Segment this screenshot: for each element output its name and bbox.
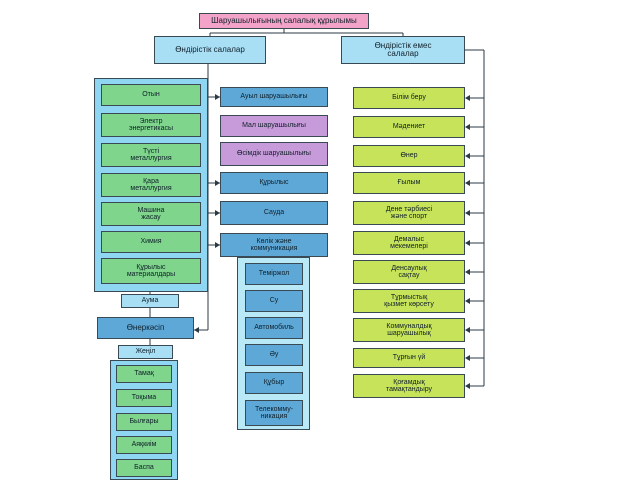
arrow-head <box>465 180 470 186</box>
nonproduction-item: Ғылым <box>353 172 465 194</box>
arrow-head <box>465 327 470 333</box>
industry-item: Отын <box>101 84 201 106</box>
branch-agriculture: Ауыл шаруашылығы <box>220 87 328 107</box>
nonproduction-item: Қоғамдық тамақтандыру <box>353 374 465 398</box>
industry-item: Қара металлургия <box>101 173 201 197</box>
arrow-head <box>465 269 470 275</box>
light-industry-item: Аяқкиім <box>116 436 172 454</box>
branch-crop: Өсімдік шаруашылығы <box>220 142 328 166</box>
arrow-head <box>465 298 470 304</box>
light-industry-item: Былғары <box>116 413 172 431</box>
nonproduction-item: Дене тәрбиесі және спорт <box>353 201 465 225</box>
industry-item: Машина жасау <box>101 202 201 226</box>
arrow-head <box>465 240 470 246</box>
arrow-head <box>465 210 470 216</box>
forest-box: Аума <box>121 294 179 308</box>
arrow-head <box>465 383 470 389</box>
light-industry-item: Тоқыма <box>116 389 172 407</box>
branch-transport: Көлік және коммуникация <box>220 233 328 257</box>
transport-item: Автомобиль <box>245 317 303 339</box>
arrow-head <box>465 124 470 130</box>
nonproduction-item: Тұрмыстық қызмет көрсету <box>353 289 465 313</box>
nonproduction-sectors-header: Өндірістік емес салалар <box>341 36 465 64</box>
nonproduction-item: Коммуналдық шаруашылық <box>353 318 465 342</box>
industry-box: Өнеркәсіп <box>97 317 194 339</box>
nonproduction-item: Демалыс мекемелері <box>353 231 465 255</box>
diagram-title: Шаруашылығының салалық құрылымы <box>199 13 369 29</box>
transport-item: Су <box>245 290 303 312</box>
light-industry-box: Жеңіл <box>118 345 173 359</box>
branch-trade: Сауда <box>220 201 328 225</box>
branch-construction: Құрылыс <box>220 172 328 194</box>
arrow-head <box>465 355 470 361</box>
nonproduction-item: Денсаулық сақтау <box>353 260 465 284</box>
industry-item: Құрылыс материалдары <box>101 258 201 284</box>
arrow-head <box>215 210 220 216</box>
transport-item: Теміржол <box>245 263 303 285</box>
arrow-head <box>194 327 199 333</box>
nonproduction-item: Өнер <box>353 145 465 167</box>
arrow-head <box>215 94 220 100</box>
arrow-head <box>465 153 470 159</box>
industry-item: Түсті металлургия <box>101 143 201 167</box>
light-industry-item: Баспа <box>116 459 172 477</box>
arrow-head <box>215 242 220 248</box>
industry-item: Электр энергетикасы <box>101 113 201 137</box>
production-sectors-header: Өндірістік салалар <box>154 36 266 64</box>
nonproduction-item: Мәдениет <box>353 116 465 138</box>
nonproduction-item: Тұрғын үй <box>353 348 465 368</box>
transport-item: Телекомму- никация <box>245 400 303 426</box>
nonproduction-item: Білім беру <box>353 87 465 109</box>
industry-item: Химия <box>101 231 201 253</box>
light-industry-item: Тамақ <box>116 365 172 383</box>
arrow-head <box>215 180 220 186</box>
arrow-head <box>465 95 470 101</box>
branch-livestock: Мал шаруашылығы <box>220 115 328 137</box>
transport-item: Құбыр <box>245 372 303 394</box>
transport-item: Әу <box>245 344 303 366</box>
